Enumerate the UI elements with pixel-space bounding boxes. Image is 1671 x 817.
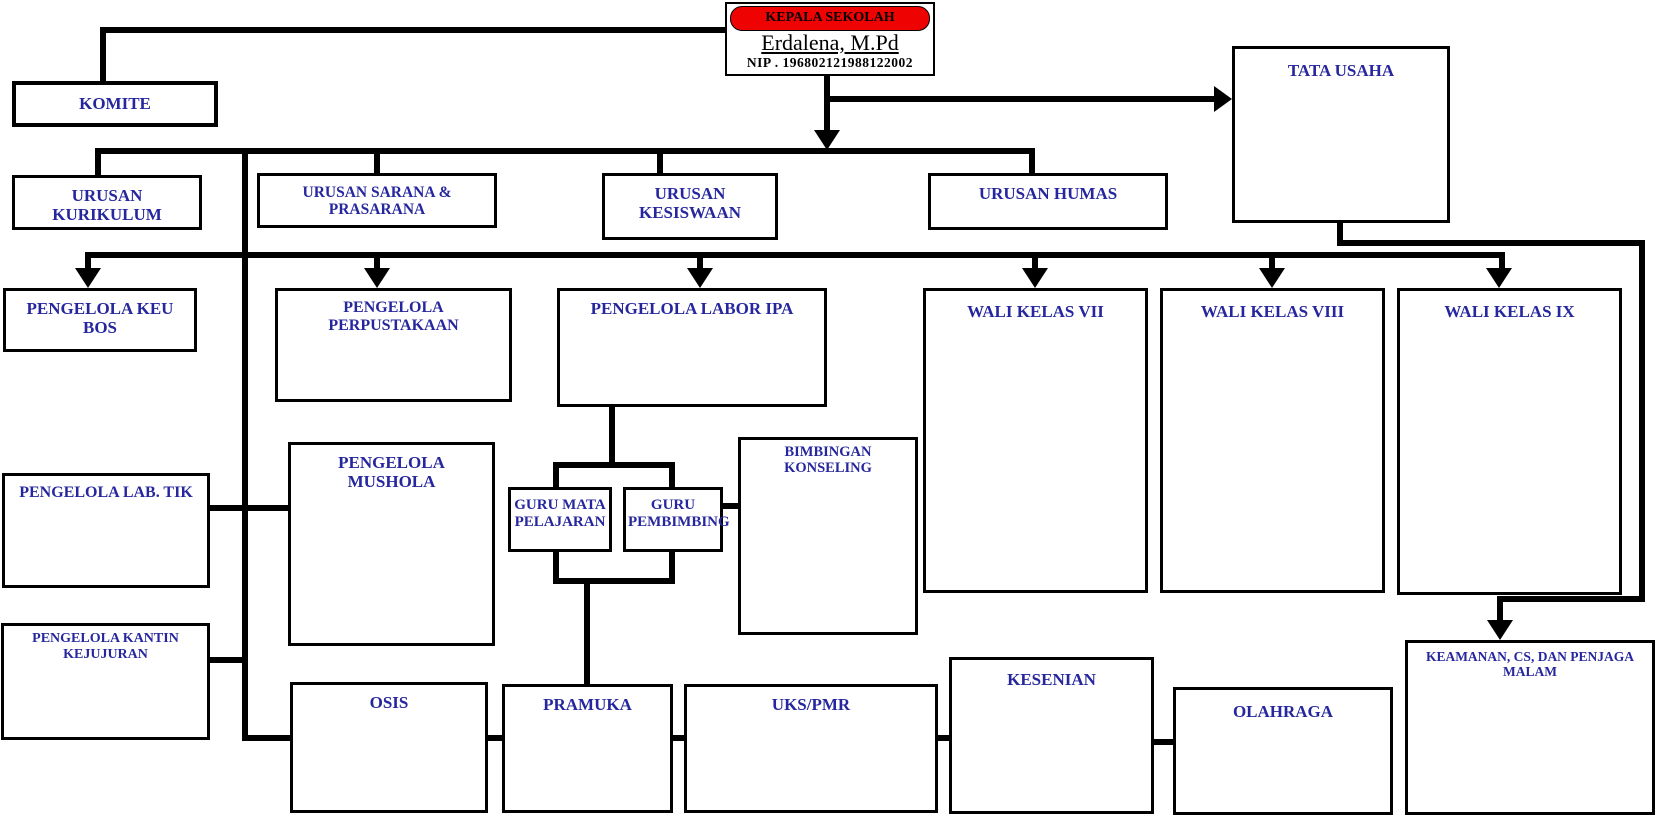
node-wali-kelas-ix: WALI KELAS IX bbox=[1397, 288, 1622, 595]
arrow-down-keamanan-icon bbox=[1487, 620, 1513, 640]
node-pengelola-mushola: PENGELOLA MUSHOLA bbox=[288, 442, 495, 646]
node-urusan-sarana-prasarana: URUSAN SARANA & PRASARANA bbox=[257, 173, 497, 228]
connector-komite-horizontal bbox=[100, 27, 725, 33]
connector-komite-vertical bbox=[100, 27, 106, 81]
connector-pembimbing-bk bbox=[723, 503, 738, 509]
node-wali-kelas-vii: WALI KELAS VII bbox=[923, 288, 1148, 593]
node-wali-kelas-viii: WALI KELAS VIII bbox=[1160, 288, 1385, 593]
connector-guru-bracket-bottom-right bbox=[669, 552, 675, 582]
connector-kantin-stub bbox=[210, 657, 248, 663]
connector-right-spine-vertical bbox=[1639, 240, 1645, 602]
connector-kesenian-olahraga bbox=[1154, 739, 1173, 745]
connector-pramuka-uks bbox=[673, 735, 684, 741]
node-pengelola-keu-bos: PENGELOLA KEU BOS bbox=[3, 288, 197, 352]
arrow-down-perpustakaan-icon bbox=[364, 268, 390, 288]
node-keamanan-cs-penjaga-malam: KEAMANAN, CS, DAN PENJAGA MALAM bbox=[1405, 640, 1655, 815]
node-tata-usaha: TATA USAHA bbox=[1232, 46, 1450, 223]
arrow-down-to-main-line-icon bbox=[814, 130, 840, 150]
connector-tata-horizontal bbox=[1337, 240, 1645, 246]
stem-wali-vii bbox=[1032, 252, 1038, 270]
connector-osis-stub bbox=[242, 735, 290, 741]
stem-keamanan bbox=[1497, 596, 1503, 622]
connector-guru-bracket-top bbox=[553, 462, 675, 468]
stem-perpustakaan bbox=[374, 252, 380, 270]
node-bimbingan-konseling: BIMBINGAN KONSELING bbox=[738, 437, 918, 635]
arrow-down-wali-ix-icon bbox=[1486, 268, 1512, 288]
arrow-right-tata-usaha-icon bbox=[1214, 86, 1232, 112]
node-pengelola-lab-tik: PENGELOLA LAB. TIK bbox=[2, 473, 210, 588]
connector-sarana-drop bbox=[374, 148, 380, 173]
connector-left-spine-vertical bbox=[242, 148, 248, 741]
arrow-down-wali-viii-icon bbox=[1259, 268, 1285, 288]
node-guru-pembimbing: GURU PEMBIMBING bbox=[623, 487, 730, 552]
arrow-down-labor-ipa-icon bbox=[687, 268, 713, 288]
connector-kurikulum-drop bbox=[95, 148, 101, 175]
connector-kepala-drop bbox=[824, 76, 830, 132]
connector-guru-bracket-bottom bbox=[553, 578, 675, 584]
connector-keamanan-horizontal bbox=[1497, 596, 1645, 602]
connector-row3-horizontal bbox=[85, 252, 1505, 258]
connector-uks-kesenian bbox=[938, 735, 949, 741]
connector-osis-pramuka bbox=[488, 735, 502, 741]
kepala-sekolah-title-badge: KEPALA SEKOLAH bbox=[730, 6, 930, 31]
connector-guru-bracket-top-right bbox=[669, 462, 675, 487]
connector-guru-bracket-top-left bbox=[553, 462, 559, 487]
node-urusan-kurikulum: URUSAN KURIKULUM bbox=[12, 175, 202, 230]
connector-humas-drop bbox=[1029, 148, 1035, 173]
node-urusan-humas: URUSAN HUMAS bbox=[928, 173, 1168, 230]
node-pramuka: PRAMUKA bbox=[502, 684, 673, 813]
stem-labor-ipa bbox=[697, 252, 703, 270]
connector-guru-bracket-bottom-left bbox=[553, 552, 559, 582]
connector-kesiswaan-drop bbox=[657, 148, 663, 173]
node-kesenian: KESENIAN bbox=[949, 657, 1154, 814]
node-osis: OSIS bbox=[290, 682, 488, 813]
node-pengelola-labor-ipa: PENGELOLA LABOR IPA bbox=[557, 288, 827, 407]
connector-tata-stub bbox=[1337, 223, 1343, 245]
kepala-sekolah-nip: NIP . 196802121988122002 bbox=[746, 55, 914, 70]
node-olahraga: OLAHRAGA bbox=[1173, 687, 1393, 815]
stem-keu-bos bbox=[85, 252, 91, 270]
arrow-down-keu-bos-icon bbox=[75, 268, 101, 288]
node-guru-mata-pelajaran: GURU MATA PELAJARAN bbox=[508, 487, 612, 552]
node-pengelola-perpustakaan: PENGELOLA PERPUSTAKAAN bbox=[275, 288, 512, 402]
node-pengelola-kantin-kejujuran: PENGELOLA KANTIN KEJUJURAN bbox=[1, 623, 210, 740]
node-urusan-kesiswaan: URUSAN KESISWAAN bbox=[602, 173, 778, 240]
node-komite: KOMITE bbox=[12, 81, 218, 127]
arrow-down-wali-vii-icon bbox=[1022, 268, 1048, 288]
connector-labtik-mushola bbox=[210, 505, 288, 511]
stem-wali-ix bbox=[1499, 252, 1505, 270]
connector-labor-to-guru bbox=[609, 407, 615, 465]
node-uks-pmr: UKS/PMR bbox=[684, 684, 938, 813]
kepala-sekolah-name: Erdalena, M.Pd bbox=[761, 30, 899, 55]
stem-wali-viii bbox=[1269, 252, 1275, 270]
connector-to-tata-usaha bbox=[827, 96, 1219, 102]
node-kepala-sekolah: KEPALA SEKOLAH Erdalena, M.Pd NIP . 1968… bbox=[725, 2, 935, 76]
connector-main-horizontal bbox=[95, 148, 1035, 154]
connector-to-pramuka bbox=[584, 578, 590, 684]
